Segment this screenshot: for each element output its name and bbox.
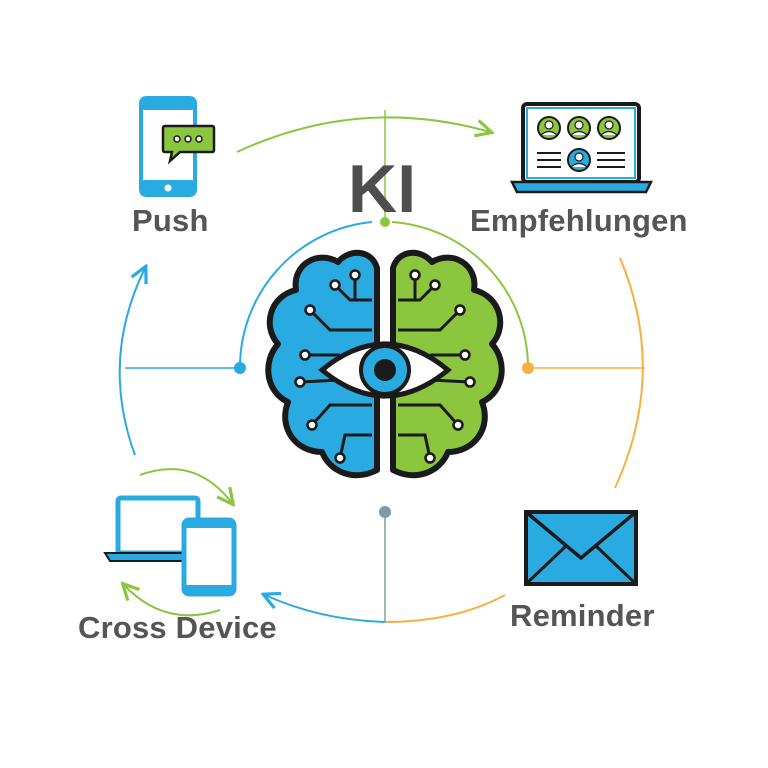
connector-dot-left [234, 362, 246, 374]
circuit-nodes-left [294, 269, 361, 464]
connector-dot-bottom [379, 506, 391, 518]
eye-pupil [374, 359, 396, 381]
arc-recommendations-to-reminder [614, 257, 644, 489]
cross-device-label: Cross Device [78, 610, 277, 645]
inner-ring [238, 221, 530, 369]
inner-arc-green [391, 221, 530, 369]
connector-dot-top [380, 217, 390, 227]
connectors [125, 110, 645, 622]
brain-right-hemisphere [390, 250, 505, 479]
sync-arrow-bottom [124, 585, 221, 617]
user-avatar-icon [567, 116, 591, 140]
recommendations-label: Empfehlungen [470, 203, 688, 238]
laptop-users-icon [509, 102, 654, 194]
circuit-lines-right [398, 275, 471, 459]
connector-dot-right [522, 362, 534, 374]
inner-arc-blue [238, 221, 373, 369]
arc-bottom-to-crossdevice [265, 595, 386, 623]
push-label: Push [132, 203, 209, 238]
user-avatar-icon [597, 116, 621, 140]
user-avatar-icon [567, 148, 591, 172]
laptop-phone-sync-icon [103, 468, 237, 617]
envelope-icon [524, 510, 638, 586]
reminder-label: Reminder [510, 598, 655, 633]
diagram-title: KI [348, 151, 417, 227]
arc-reminder-to-bottom [384, 594, 506, 623]
chat-bubble-icon [161, 124, 216, 165]
sync-arrow-top [139, 468, 232, 503]
circuit-nodes-right [409, 269, 476, 464]
brain-left-hemisphere [265, 250, 380, 479]
arc-crossdevice-to-push [118, 268, 145, 456]
brain-eye-icon [265, 250, 505, 479]
user-avatar-icon [537, 116, 561, 140]
smartphone-chat-icon [139, 96, 216, 197]
arc-push-to-recommendations [236, 116, 490, 153]
outer-ring [118, 116, 644, 623]
